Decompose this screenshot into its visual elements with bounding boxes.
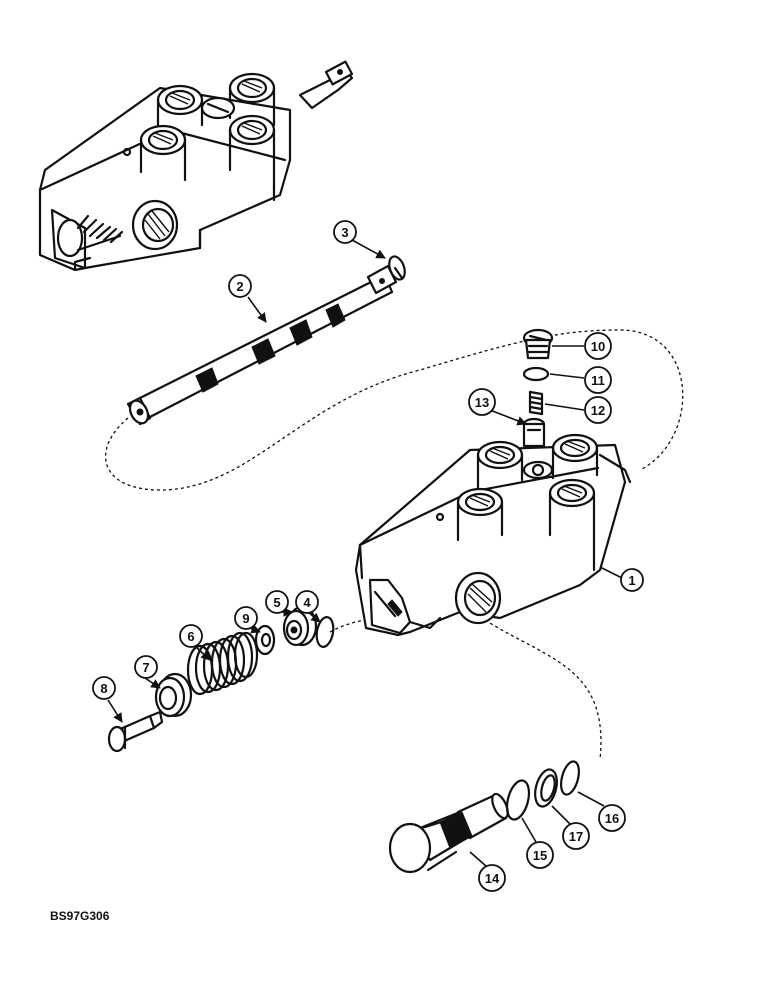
svg-text:6: 6: [187, 629, 194, 644]
plug-part-10: [522, 328, 554, 360]
svg-text:3: 3: [341, 225, 348, 240]
svg-text:8: 8: [100, 681, 107, 696]
bolt-part-8: [107, 710, 164, 753]
spring-seat-part-5: [282, 605, 318, 647]
o-ring-part-11: [522, 366, 550, 382]
svg-text:15: 15: [533, 848, 547, 863]
svg-text:14: 14: [485, 871, 500, 886]
callout-11: 11: [549, 366, 612, 394]
assembly-path-relief: [469, 609, 602, 761]
assembled-valve-body: [38, 60, 354, 272]
svg-text:16: 16: [605, 811, 619, 826]
callout-4: 4: [295, 590, 321, 623]
callout-9: 9: [234, 606, 261, 634]
callout-12: 12: [544, 396, 612, 424]
o-ring-part-15: [505, 779, 531, 821]
svg-text:2: 2: [236, 279, 243, 294]
callout-2: 2: [228, 274, 267, 323]
callout-17: 17: [551, 805, 590, 850]
o-ring-part-4: [315, 616, 335, 648]
callout-15: 15: [521, 817, 554, 869]
washer-part-9: [254, 624, 276, 656]
callout-6: 6: [179, 624, 211, 661]
svg-text:12: 12: [591, 403, 605, 418]
spring-part-6: [186, 631, 259, 696]
callout-13: 13: [468, 388, 527, 426]
relief-cartridge-part-14: [388, 792, 509, 874]
spring-part-12: [528, 390, 544, 416]
valve-body-part-1: [354, 433, 632, 637]
callout-10: 10: [552, 332, 612, 360]
svg-text:5: 5: [273, 595, 280, 610]
spool-part-2: [126, 264, 404, 426]
callout-8: 8: [92, 676, 123, 723]
svg-text:13: 13: [475, 395, 489, 410]
callout-5: 5: [265, 590, 293, 617]
svg-text:11: 11: [591, 373, 605, 388]
callout-3: 3: [333, 220, 386, 259]
callout-14: 14: [469, 851, 506, 892]
svg-text:17: 17: [569, 829, 583, 844]
backup-ring-part-17: [534, 768, 558, 808]
callout-16: 16: [577, 791, 626, 832]
figure-code: BS97G306: [50, 909, 110, 923]
callout-7: 7: [134, 655, 161, 689]
o-ring-part-16: [560, 760, 580, 796]
svg-text:9: 9: [242, 611, 249, 626]
o-ring-part-3: [388, 255, 406, 281]
svg-text:4: 4: [303, 595, 311, 610]
spring-seat-part-7: [154, 672, 193, 718]
svg-text:1: 1: [628, 573, 635, 588]
svg-text:7: 7: [142, 660, 149, 675]
callout-1: 1: [599, 566, 644, 592]
svg-text:10: 10: [591, 339, 605, 354]
poppet-part-13: [522, 417, 546, 464]
assembly-path-spool: [104, 329, 684, 491]
